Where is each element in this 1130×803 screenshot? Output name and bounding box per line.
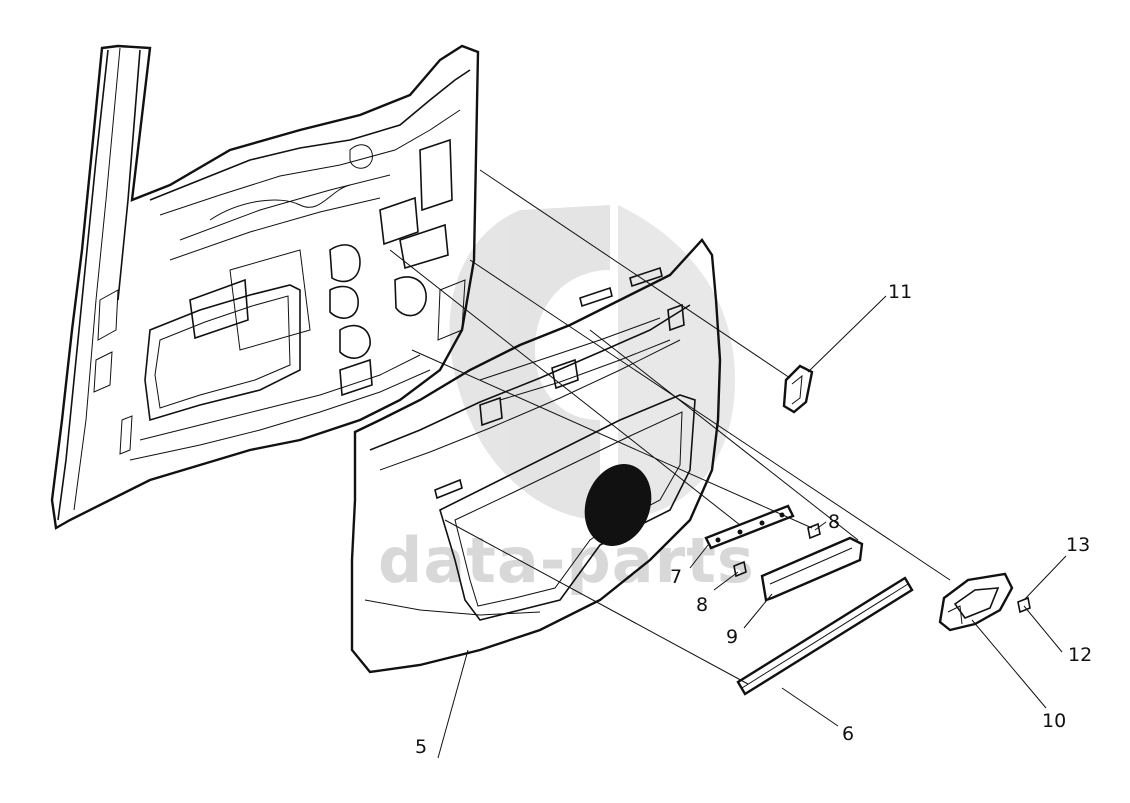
switch-cover	[782, 364, 814, 414]
callout-12: 12	[1068, 644, 1092, 666]
door-inner-panel	[50, 44, 480, 530]
speaker-grille	[584, 464, 652, 546]
callout-7: 7	[670, 566, 682, 588]
screw-upper	[807, 522, 821, 540]
callout-10: 10	[1042, 710, 1066, 732]
door-trim-panel	[350, 238, 722, 674]
inner-door-handle	[938, 572, 1014, 632]
callouts: 5 6 7 8 8 9 10 11 12 13	[415, 281, 1092, 758]
callout-5: 5	[415, 736, 427, 758]
handle-bracket	[704, 504, 795, 550]
callout-8-lower: 8	[696, 594, 708, 616]
assembly-lines	[389, 169, 951, 685]
callout-6: 6	[842, 723, 854, 745]
watermark-text: data-parts	[378, 524, 755, 597]
callout-11: 11	[888, 281, 912, 303]
pull-handle	[760, 536, 864, 602]
callout-13: 13	[1066, 534, 1090, 556]
screw-lower	[733, 560, 747, 578]
trim-strip	[736, 576, 914, 696]
callout-8-upper: 8	[828, 511, 840, 533]
handle-screw	[1017, 596, 1031, 614]
leader-lines	[437, 295, 1067, 759]
watermark-logo: data-parts	[378, 205, 755, 597]
callout-9: 9	[726, 626, 738, 648]
